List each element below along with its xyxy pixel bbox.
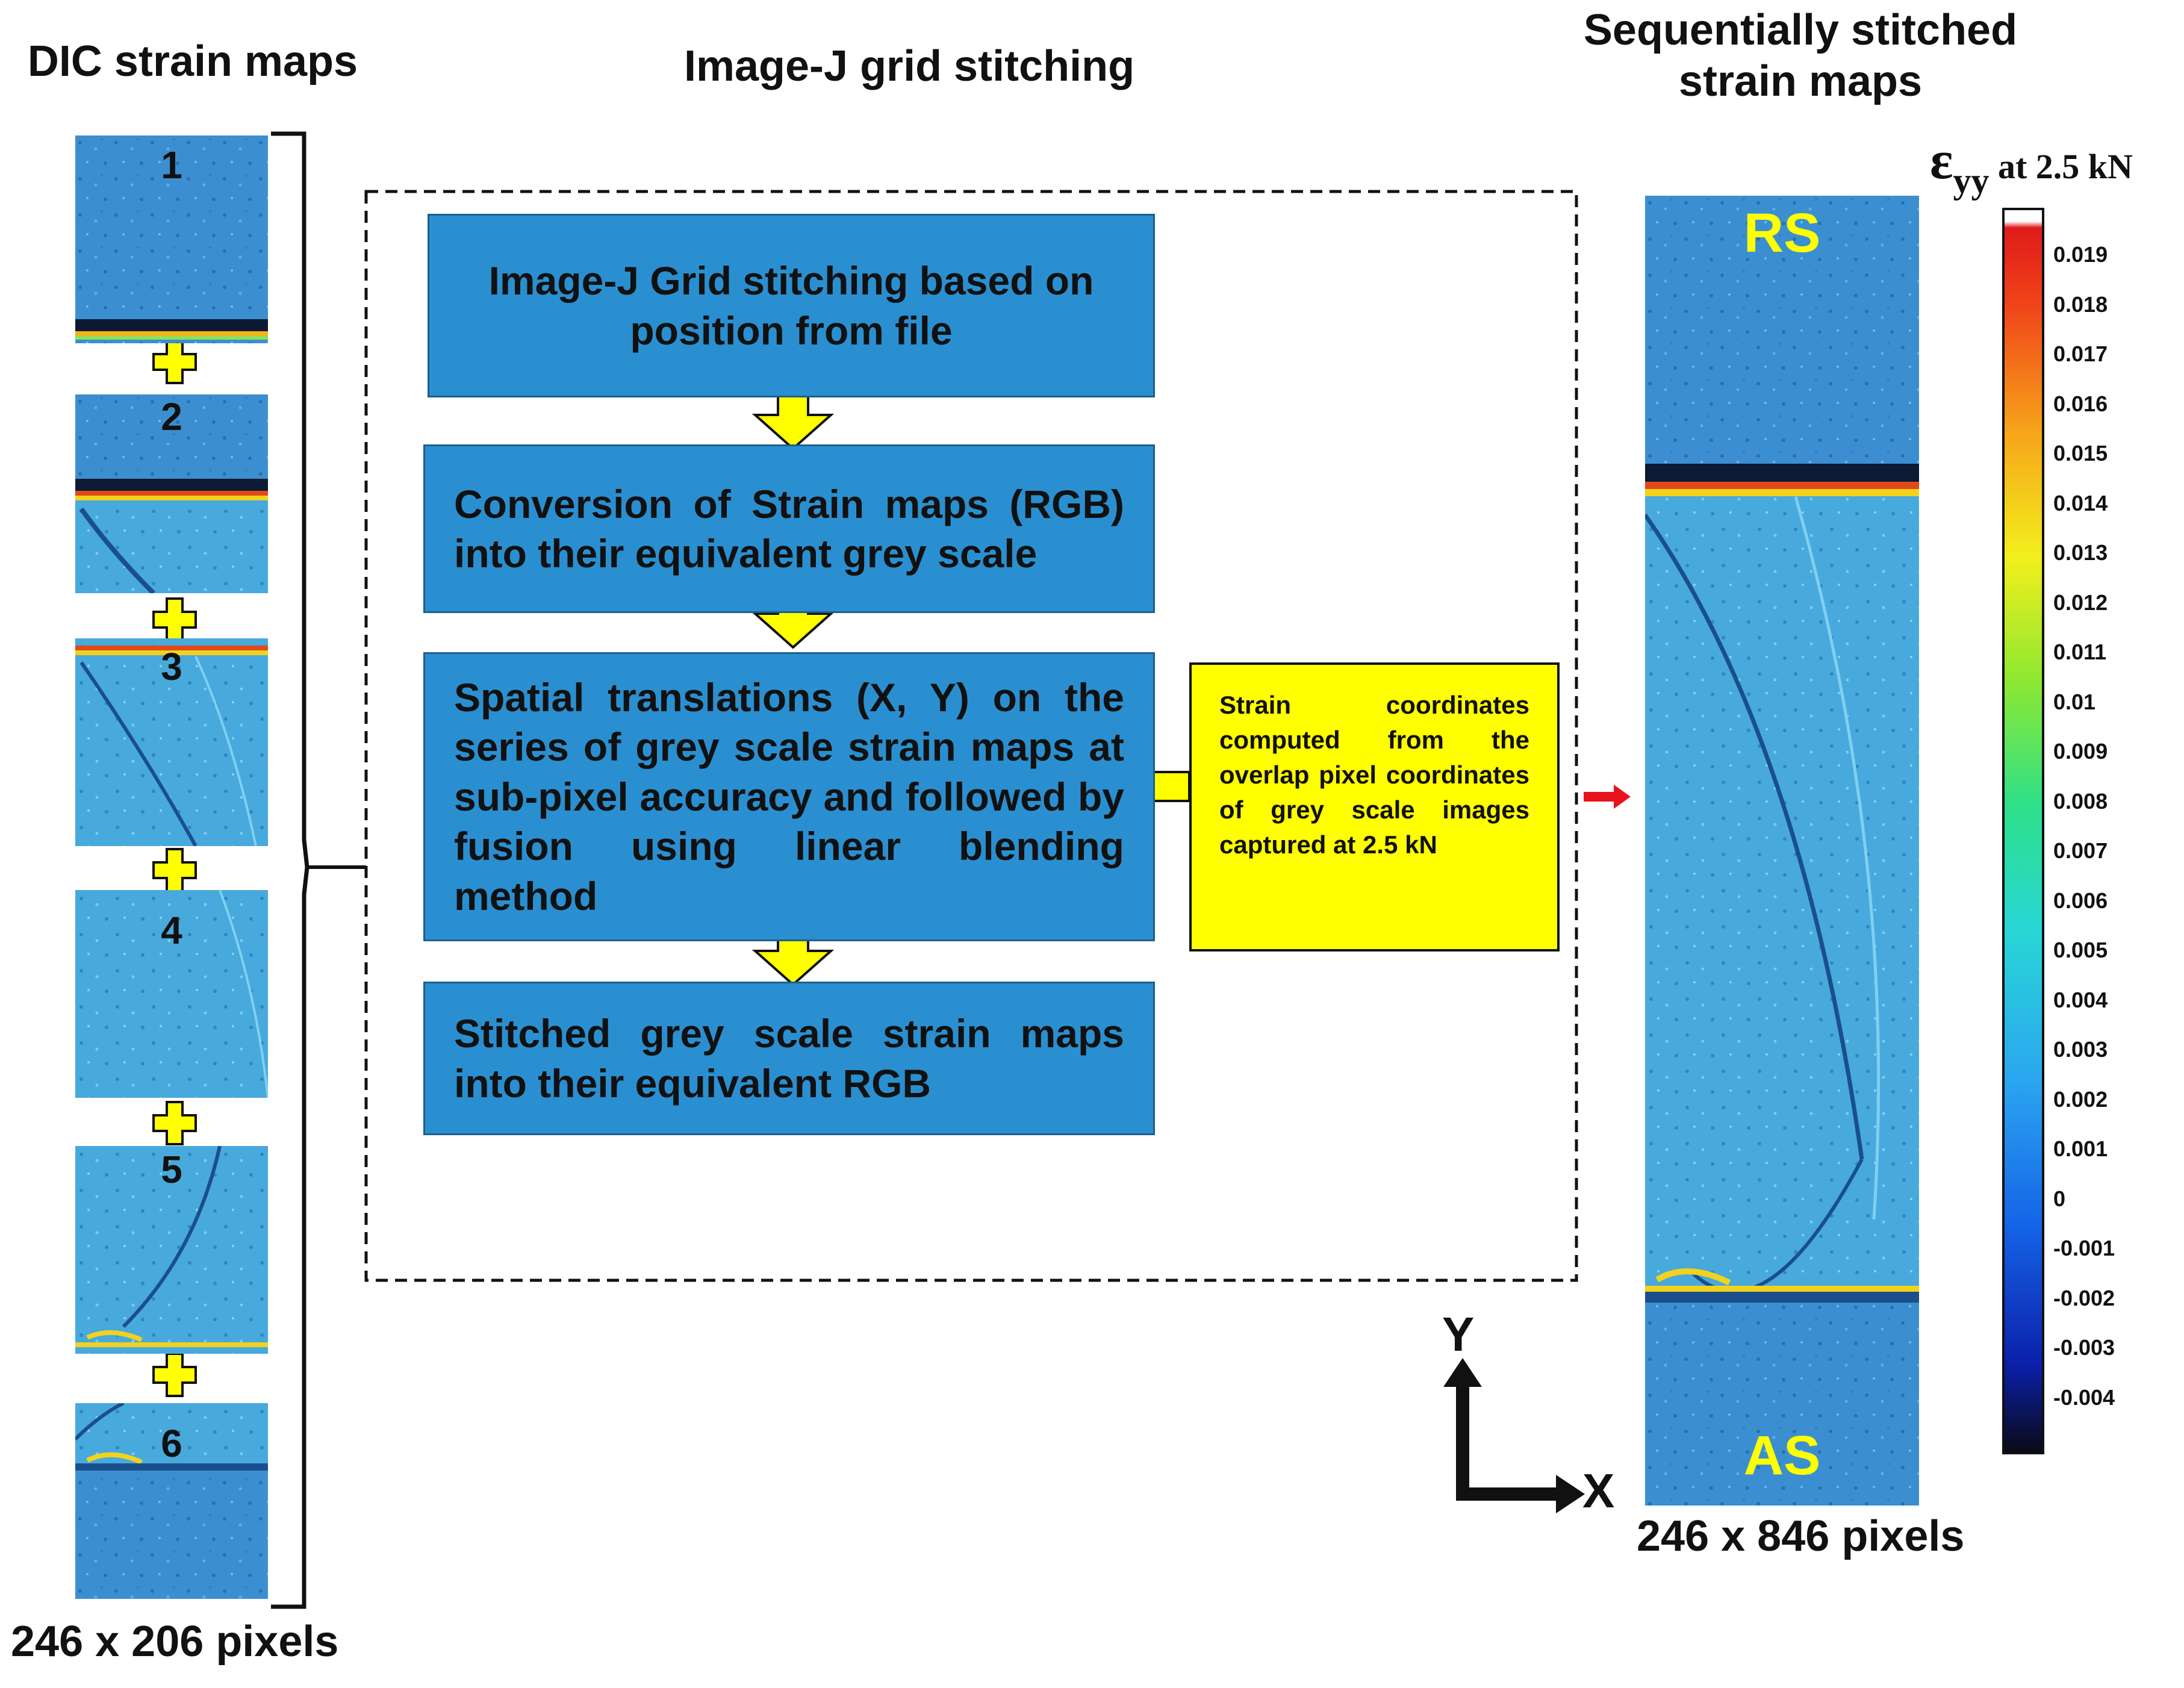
colorbar-tick-label: 0.01 [2053, 689, 2096, 714]
colorbar-tick-label: 0.004 [2053, 987, 2108, 1012]
plus-icon [152, 848, 197, 892]
colorbar-tick-label: 0.009 [2053, 739, 2108, 764]
strain-map-image [75, 394, 268, 593]
colorbar-tick-label: 0.005 [2053, 938, 2108, 962]
colorbar-title: εyy at 2.5 kN [1930, 129, 2133, 201]
step-text: Conversion of Strain maps (RGB) into the… [454, 481, 1124, 576]
middle-heading: Image-J grid stitching [683, 42, 1135, 90]
flowchart-step-2: Conversion of Strain maps (RGB) into the… [423, 444, 1155, 613]
strain-map-image [75, 1146, 268, 1354]
y-axis-label: Y [1442, 1307, 1475, 1361]
colorbar-tick-label: -0.002 [2053, 1285, 2115, 1310]
colorbar-tick-label: 0.006 [2053, 888, 2108, 913]
plus-icon [152, 1353, 197, 1397]
dic-tile-6: 6 [75, 1403, 268, 1599]
tile-number: 3 [161, 645, 182, 688]
strain-map-image [75, 890, 268, 1098]
colorbar-tick-label: 0.014 [2053, 490, 2108, 515]
dic-tile-5: 5 [75, 1146, 268, 1354]
step-text: Image-J Grid stitching based on position… [488, 258, 1094, 353]
plus-icon [152, 340, 197, 384]
brace [271, 131, 310, 1609]
x-axis-label: X [1582, 1464, 1615, 1518]
colorbar-tick-label: 0 [2053, 1186, 2066, 1211]
tile-number: 4 [161, 909, 182, 952]
colorbar-tick-label: -0.001 [2053, 1236, 2115, 1260]
colorbar-subscript: yy [1953, 161, 1990, 201]
flowchart-step-1: Image-J Grid stitching based on position… [428, 214, 1155, 397]
plus-icons [152, 340, 197, 1397]
strain-map-image [75, 638, 268, 846]
strain-map-image [75, 1403, 268, 1599]
step-text: Stitched grey scale strain maps into the… [454, 1011, 1124, 1106]
colorbar-tick-label: -0.003 [2053, 1335, 2115, 1360]
colorbar-tick-label: 0.017 [2053, 341, 2108, 366]
dic-tile-2: 2 [75, 394, 268, 593]
down-arrow-icon [751, 393, 835, 450]
colorbar-tick-label: 0.011 [2053, 640, 2107, 664]
left-heading: DIC strain maps [27, 37, 358, 86]
tile-number: 2 [161, 395, 182, 438]
colorbar-tick-label: 0.002 [2053, 1086, 2108, 1112]
dic-tile-1: 1 [75, 135, 268, 343]
y-arrow-icon [1443, 1358, 1482, 1387]
strain-map-image [75, 135, 268, 343]
tile-number: 1 [161, 143, 182, 187]
step-text: Spatial translations (X, Y) on the serie… [454, 674, 1124, 918]
stitched-map-image [1645, 196, 1919, 1506]
as-label: AS [1743, 1425, 1821, 1486]
tile-number: 5 [161, 1148, 182, 1191]
colorbar-tick-label: 0.015 [2053, 441, 2108, 466]
tile-size-label: 246 x 206 pixels [11, 1618, 339, 1666]
dic-tile-4: 4 [75, 890, 268, 1098]
x-arrow-icon [1556, 1475, 1585, 1513]
tile-number: 6 [161, 1422, 182, 1465]
flowchart-step-4: Stitched grey scale strain maps into the… [423, 982, 1155, 1135]
stitched-size-label: 246 x 846 pixels [1637, 1512, 1965, 1560]
right-heading: Sequentially stitched strain maps [1517, 5, 2083, 107]
dic-tile-3: 3 [75, 638, 268, 846]
colorbar-tick-label: 0.018 [2053, 291, 2108, 317]
colorbar-tick-label: 0.003 [2053, 1037, 2108, 1062]
rs-label: RS [1743, 202, 1821, 264]
right-heading-line-1: Sequentially stitched [1583, 6, 2018, 54]
colorbar-tick-label: 0.013 [2053, 540, 2108, 565]
xy-axes [1443, 1358, 1585, 1513]
stitched-strain-map: RS AS [1645, 196, 1919, 1506]
colorbar-suffix: at 2.5 kN [1989, 147, 2133, 186]
colorbar-tick-label: 0.012 [2053, 590, 2108, 615]
colorbar-tick-label: 0.007 [2053, 838, 2108, 863]
colorbar-tick-label: 0.008 [2053, 788, 2108, 814]
right-heading-line-2: strain maps [1678, 57, 1923, 105]
colorbar-tick-label: -0.004 [2053, 1384, 2115, 1410]
strain-coordinates-note: Strain coordinates computed from the ove… [1189, 662, 1560, 951]
red-arrow-icon [1584, 785, 1631, 809]
flowchart-step-3: Spatial translations (X, Y) on the serie… [423, 652, 1155, 941]
colorbar-tick-label: 0.016 [2053, 391, 2108, 416]
colorbar [2002, 208, 2044, 1454]
colorbar-tick-label: 0.019 [2053, 242, 2108, 267]
note-text: Strain coordinates computed from the ove… [1219, 691, 1529, 859]
colorbar-symbol: ε [1930, 131, 1953, 190]
plus-icon [152, 1101, 197, 1145]
colorbar-tick-label: 0.001 [2053, 1136, 2108, 1161]
plus-icon [152, 597, 197, 642]
dashed-process-box [364, 190, 1578, 1282]
